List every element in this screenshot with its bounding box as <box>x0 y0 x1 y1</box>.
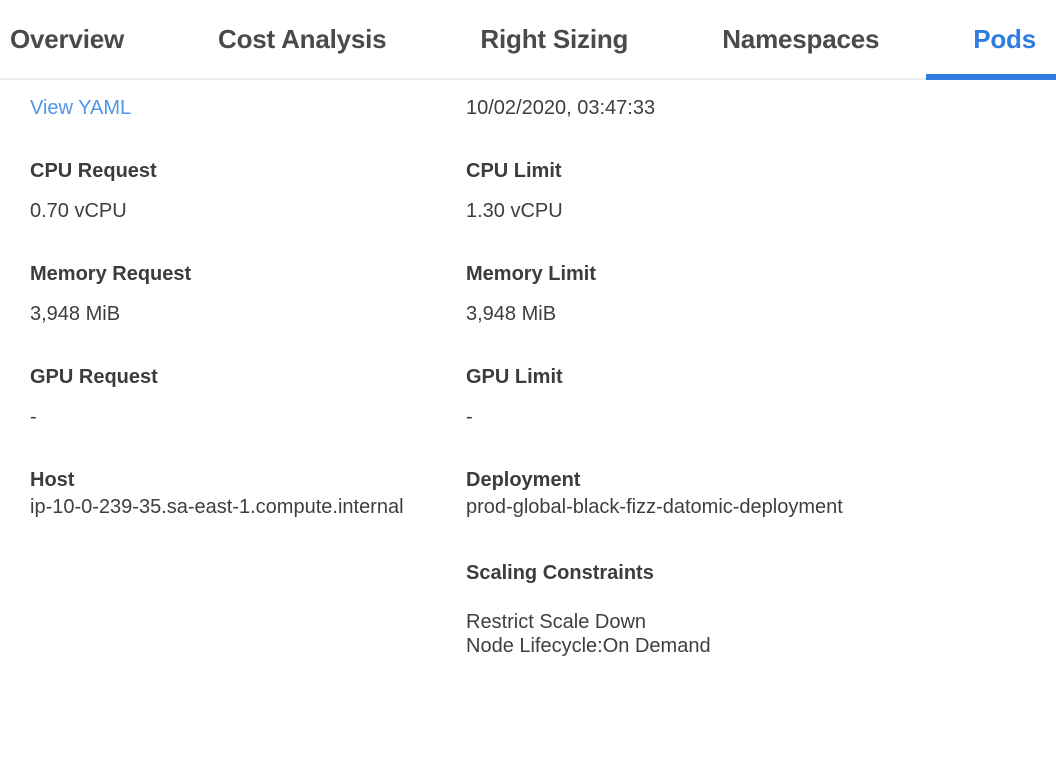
memory-request-value: 3,948 MiB <box>30 303 121 325</box>
field-gpu-request: GPU Request - <box>30 365 158 429</box>
last-seen-timestamp: 10/02/2020, 03:47:33 <box>466 97 656 119</box>
field-cpu-limit: CPU Limit 1.30 vCPU <box>466 159 563 223</box>
tab-pods[interactable]: Pods <box>926 0 1056 80</box>
cpu-limit-label: CPU Limit <box>466 160 562 182</box>
scaling-constraints-label: Scaling Constraints <box>466 562 654 584</box>
tab-cost-analysis[interactable]: Cost Analysis <box>218 23 387 54</box>
scaling-constraint-item: Node Lifecycle:On Demand <box>466 635 711 657</box>
gpu-request-label: GPU Request <box>30 366 158 388</box>
tab-list: Overview Cost Analysis Right Sizing Name… <box>0 0 1056 80</box>
deployment-link[interactable]: prod-global-black-fizz-datomic-deploymen… <box>466 496 843 518</box>
gpu-request-value: - <box>30 406 37 428</box>
cpu-request-value: 0.70 vCPU <box>30 200 127 222</box>
right-column: 10/02/2020, 03:47:33 CPU Limit 1.30 vCPU… <box>466 96 1026 658</box>
memory-limit-value: 3,948 MiB <box>466 303 557 325</box>
tab-namespaces[interactable]: Namespaces <box>722 23 880 54</box>
cpu-limit-value: 1.30 vCPU <box>466 200 563 222</box>
field-host: Host ip-10-0-239-35.sa-east-1.compute.in… <box>30 468 404 522</box>
cpu-request-label: CPU Request <box>30 160 157 182</box>
host-label: Host <box>30 469 75 491</box>
host-link[interactable]: ip-10-0-239-35.sa-east-1.compute.interna… <box>30 496 404 518</box>
memory-request-label: Memory Request <box>30 263 192 285</box>
deployment-label: Deployment <box>466 469 581 491</box>
tab-bar: Overview Cost Analysis Right Sizing Name… <box>0 0 1056 80</box>
left-column: View YAML CPU Request 0.70 vCPU Memory R… <box>30 96 466 658</box>
gpu-limit-value: - <box>466 406 473 428</box>
pod-details-panel: View YAML CPU Request 0.70 vCPU Memory R… <box>0 80 1056 658</box>
field-memory-request: Memory Request 3,948 MiB <box>30 262 191 326</box>
memory-limit-label: Memory Limit <box>466 263 597 285</box>
tab-right-sizing[interactable]: Right Sizing <box>480 23 629 54</box>
view-yaml-link[interactable]: View YAML <box>30 97 132 119</box>
field-cpu-request: CPU Request 0.70 vCPU <box>30 159 157 223</box>
field-memory-limit: Memory Limit 3,948 MiB <box>466 262 596 326</box>
field-gpu-limit: GPU Limit - <box>466 365 563 429</box>
scaling-constraint-item: Restrict Scale Down <box>466 611 647 633</box>
tab-overview[interactable]: Overview <box>10 23 125 54</box>
scaling-constraints-section: Scaling Constraints Restrict Scale Down … <box>466 561 711 658</box>
field-deployment: Deployment prod-global-black-fizz-datomi… <box>466 468 843 522</box>
gpu-limit-label: GPU Limit <box>466 366 563 388</box>
